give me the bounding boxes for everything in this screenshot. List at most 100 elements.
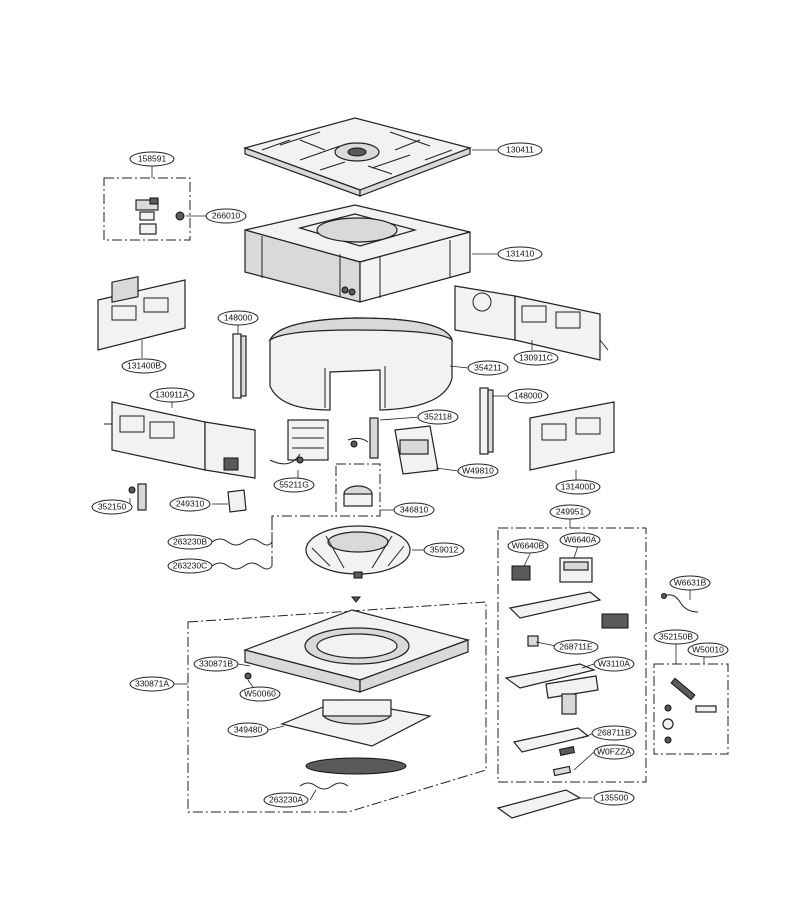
- tag-text-w50060: W50060: [244, 688, 276, 698]
- part-tag-330871b: 330871B: [193, 656, 239, 672]
- part-tag-266010: 266010: [205, 208, 247, 224]
- tag-text-249951: 249951: [556, 506, 585, 516]
- tag-text-352150: 352150: [98, 501, 127, 511]
- tag-text-263230c: 263230C: [173, 560, 208, 570]
- part-tag-263230a: 263230A: [263, 792, 309, 808]
- tag-text-352150b: 352150B: [659, 631, 693, 641]
- part-drain-pan: [268, 317, 454, 411]
- part-lower-frame: [243, 609, 471, 693]
- part-tag-55211g: 55211G: [273, 477, 315, 493]
- part-tag-330871a: 330871A: [129, 676, 175, 692]
- tag-text-266010: 266010: [212, 210, 241, 220]
- part-tag-131400d: 131400D: [555, 479, 601, 495]
- part-tag-354211: 354211: [467, 360, 509, 376]
- tag-text-158591: 158591: [138, 153, 167, 163]
- part-bracket-w49810: [394, 425, 439, 475]
- part-tag-349480: 349480: [227, 722, 269, 738]
- tag-text-130911c: 130911C: [519, 352, 553, 362]
- part-tag-346810: 346810: [393, 502, 435, 518]
- part-tag-158591: 158591: [129, 151, 175, 167]
- part-side-panel-130911c: [454, 285, 609, 361]
- part-front-grille-panel: [243, 117, 472, 197]
- part-pcb-268711b: [512, 727, 590, 777]
- part-bellmouth: [280, 699, 432, 747]
- part-tag-130911c: 130911C: [513, 350, 559, 366]
- part-bracket-148000-left: [232, 333, 247, 399]
- part-tag-148000-right: 148000: [507, 388, 549, 404]
- tag-text-131400d: 131400D: [561, 481, 596, 491]
- tag-text-55211g: 55211G: [279, 479, 309, 489]
- part-tag-352118: 352118: [417, 409, 459, 425]
- tag-text-w0fzza: W0FZZA: [597, 746, 631, 756]
- part-tag-249951: 249951: [549, 504, 591, 520]
- tag-text-268711e: 268711E: [559, 641, 593, 651]
- part-tag-w6640a: W6640A: [559, 532, 601, 548]
- part-tag-w50010: W50010: [687, 642, 729, 658]
- part-tag-w3110a: W3110A: [593, 656, 635, 672]
- part-filter-mesh: [299, 757, 407, 790]
- part-turbo-fan: [305, 525, 411, 579]
- part-side-panel-131400b: [97, 275, 186, 351]
- tag-text-w6631b: W6631B: [674, 577, 707, 587]
- tag-text-263230a: 263230A: [269, 794, 303, 804]
- assembly-arrow-marker: [350, 596, 362, 603]
- part-wires-263230: [211, 515, 336, 570]
- tag-text-359012: 359012: [430, 544, 459, 554]
- part-tag-352150: 352150: [91, 499, 133, 515]
- part-tag-w6640b: W6640B: [507, 538, 549, 554]
- part-tag-w50060: W50060: [239, 686, 281, 702]
- part-249310: [227, 489, 247, 513]
- part-base-plate-135500: [496, 789, 582, 819]
- part-tag-135500: 135500: [593, 790, 635, 806]
- part-drain-plug: [128, 483, 147, 511]
- tag-text-w6640a: W6640A: [564, 534, 597, 544]
- part-tag-263230c: 263230C: [167, 558, 213, 574]
- part-tag-359012: 359012: [423, 542, 465, 558]
- part-side-panel-130911a: [104, 401, 256, 479]
- part-tag-w0fzza: W0FZZA: [593, 744, 635, 760]
- part-tag-263230b: 263230B: [167, 534, 213, 550]
- part-tag-249310: 249310: [169, 496, 211, 512]
- tag-text-w50010: W50010: [692, 644, 724, 654]
- tag-text-131410: 131410: [506, 248, 535, 258]
- tag-text-349480: 349480: [234, 724, 263, 734]
- part-group-158591: [103, 166, 191, 241]
- part-tag-131400b: 131400B: [121, 358, 167, 374]
- part-group-330871a: [187, 601, 487, 813]
- tag-text-135500: 135500: [600, 792, 629, 802]
- part-tag-130411: 130411: [497, 142, 543, 158]
- part-wire-w6631b: [661, 593, 699, 613]
- part-upper-cabinet: [244, 204, 471, 303]
- tag-text-148000-left: 148000: [224, 312, 253, 322]
- part-tag-268711e: 268711E: [553, 639, 599, 655]
- part-tag-131410: 131410: [497, 246, 543, 262]
- part-fan-motor: [335, 463, 381, 517]
- part-tag-w49810: W49810: [457, 463, 499, 479]
- part-tag-268711b: 268711B: [591, 725, 637, 741]
- part-connectors: [511, 557, 593, 583]
- tag-text-130911a: 130911A: [155, 389, 189, 399]
- tag-text-346810: 346810: [400, 504, 429, 514]
- part-tag-352150b: 352150B: [653, 629, 699, 645]
- tag-text-352118: 352118: [424, 411, 452, 421]
- part-coil-piping: [269, 419, 329, 465]
- part-tag-148000-left: 148000: [217, 310, 259, 326]
- tag-text-130411: 130411: [506, 144, 534, 154]
- part-group-249951: [497, 527, 647, 783]
- tag-text-249310: 249310: [176, 498, 205, 508]
- part-drain-hose: [347, 417, 379, 459]
- tag-text-w6640b: W6640B: [512, 540, 545, 550]
- part-side-panel-131400d: [529, 401, 615, 471]
- tag-text-263230b: 263230B: [173, 536, 207, 546]
- tag-text-w49810: W49810: [462, 465, 494, 475]
- part-tag-130911a: 130911A: [149, 387, 195, 403]
- tag-text-148000-right: 148000: [514, 390, 543, 400]
- tag-text-354211: 354211: [474, 362, 502, 372]
- part-group-w50010: [653, 663, 729, 755]
- leader-lines: [129, 149, 705, 801]
- part-tag-w6631b: W6631B: [669, 575, 711, 591]
- tag-text-w3110a: W3110A: [598, 658, 630, 668]
- tag-text-268711b: 268711B: [597, 727, 631, 737]
- part-bracket-148000-right: [479, 387, 494, 455]
